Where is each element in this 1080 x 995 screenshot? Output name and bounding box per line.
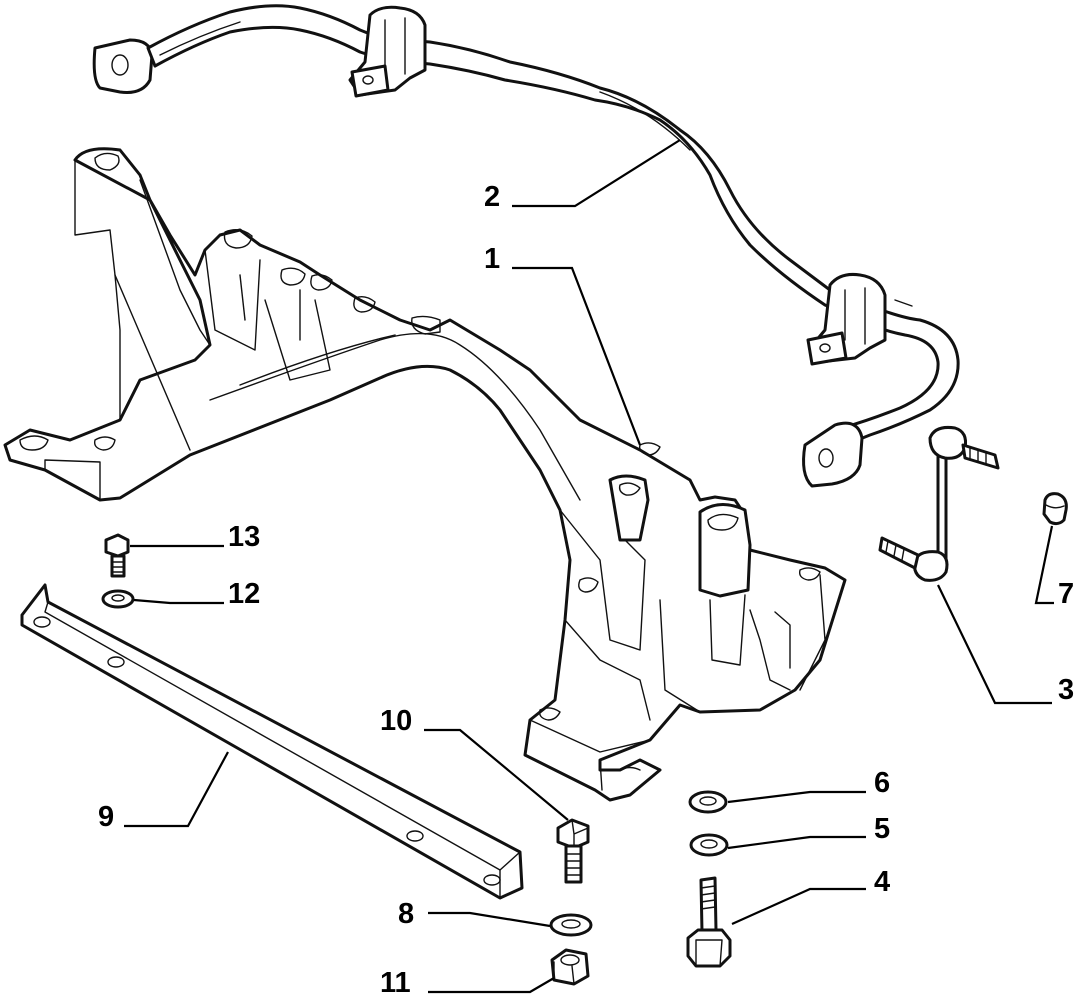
part-3-stabilizer-link <box>878 426 1000 582</box>
leader-lines <box>124 139 1054 994</box>
part-8-washer <box>549 913 593 937</box>
callout-13: 13 <box>228 521 260 553</box>
leader-6 <box>727 790 866 804</box>
leader-5 <box>727 835 866 850</box>
part-4-flange-bolt <box>686 876 732 968</box>
leader-2 <box>512 139 681 208</box>
part-13-bolt <box>104 533 130 578</box>
leader-10 <box>424 728 569 821</box>
callout-5: 5 <box>874 813 890 845</box>
callout-7: 7 <box>1058 578 1074 610</box>
leader-1 <box>512 266 642 446</box>
leader-11 <box>428 977 555 994</box>
part-7-bushing <box>1042 492 1068 526</box>
part-10-bolt <box>556 818 590 884</box>
leader-9 <box>124 751 229 828</box>
part-6-washer <box>688 790 728 814</box>
leader-8 <box>428 911 551 928</box>
callout-3: 3 <box>1058 674 1074 706</box>
callout-1: 1 <box>484 243 500 275</box>
part-12-washer <box>101 589 135 609</box>
leader-12 <box>133 598 224 605</box>
leader-4 <box>731 887 866 926</box>
callout-2: 2 <box>484 181 500 213</box>
part-2-stabilizer-bar <box>92 4 960 488</box>
callout-4: 4 <box>874 866 890 898</box>
callout-11: 11 <box>380 967 411 995</box>
part-1-subframe <box>3 147 847 802</box>
leader-3 <box>937 584 1052 705</box>
callout-12: 12 <box>228 578 260 610</box>
part-11-nut <box>550 948 590 986</box>
callout-8: 8 <box>398 898 414 930</box>
callout-9: 9 <box>98 801 114 833</box>
callout-labels: 1 2 3 4 5 6 7 8 9 10 11 12 13 <box>98 181 1074 995</box>
part-5-washer <box>689 833 729 857</box>
leader-7 <box>1034 525 1054 605</box>
callout-6: 6 <box>874 767 890 799</box>
part-9-reinforcement-plate <box>20 583 524 900</box>
callout-10: 10 <box>380 705 412 737</box>
